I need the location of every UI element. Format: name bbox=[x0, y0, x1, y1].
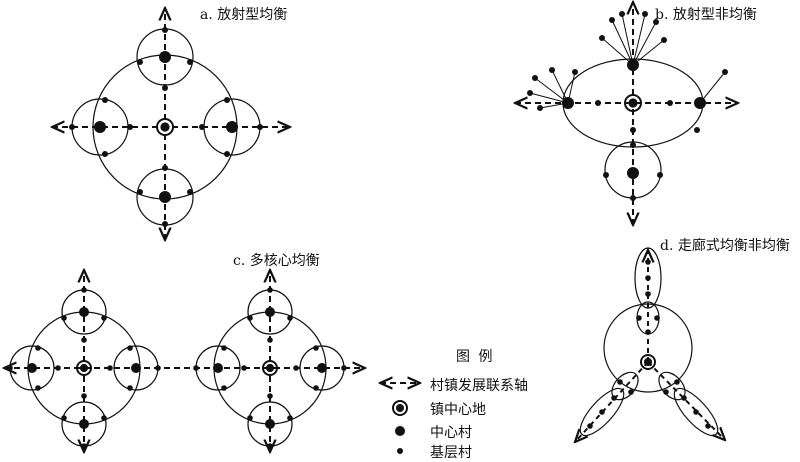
legend-item-label: 中心村 bbox=[430, 425, 472, 441]
panel-b-diagram bbox=[515, 2, 738, 225]
legend-item-label: 镇中心地 bbox=[430, 402, 486, 418]
town-center-marker bbox=[76, 360, 92, 376]
panel-a-diagram bbox=[52, 8, 290, 240]
legend-item-axis: 村镇发展联系轴 bbox=[378, 374, 578, 394]
central-village-dot bbox=[94, 121, 106, 133]
town-center-marker bbox=[640, 354, 656, 370]
legend-base-village-symbol bbox=[397, 448, 403, 454]
panel-a-title: a. 放射型均衡 bbox=[200, 7, 288, 23]
central-village-dot bbox=[627, 59, 639, 71]
legend: 图 例 村镇发展联系轴 镇中心地 中心村 基层村 bbox=[378, 346, 578, 461]
panel-d-diagram bbox=[574, 247, 725, 442]
central-village-dot bbox=[159, 51, 171, 63]
central-village-dot bbox=[562, 97, 574, 109]
panel-b-title: b. 放射型非均衡 bbox=[655, 7, 757, 23]
central-village-dot bbox=[627, 167, 639, 179]
legend-town-center-symbol bbox=[392, 400, 408, 416]
central-village-dot bbox=[159, 191, 171, 203]
town-center-marker bbox=[156, 118, 174, 136]
legend-symbols bbox=[380, 383, 420, 454]
legend-item-town-center: 镇中心地 bbox=[378, 398, 578, 418]
legend-title: 图 例 bbox=[456, 349, 495, 365]
legend-central-village-symbol bbox=[395, 426, 405, 436]
panel-c-diagram bbox=[4, 270, 365, 452]
legend-item-label: 村镇发展联系轴 bbox=[430, 378, 528, 394]
legend-item-central-village: 中心村 bbox=[378, 421, 578, 441]
legend-item-label: 基层村 bbox=[430, 445, 472, 461]
panel-c-title: c. 多核心均衡 bbox=[233, 253, 320, 269]
town-center-marker bbox=[624, 94, 642, 112]
town-center-marker bbox=[262, 360, 278, 376]
panel-d-title: d. 走廊式均衡非均衡 bbox=[660, 238, 790, 254]
central-village-dot bbox=[694, 97, 706, 109]
legend-item-base-village: 基层村 bbox=[378, 441, 578, 461]
central-village-dot bbox=[226, 121, 238, 133]
